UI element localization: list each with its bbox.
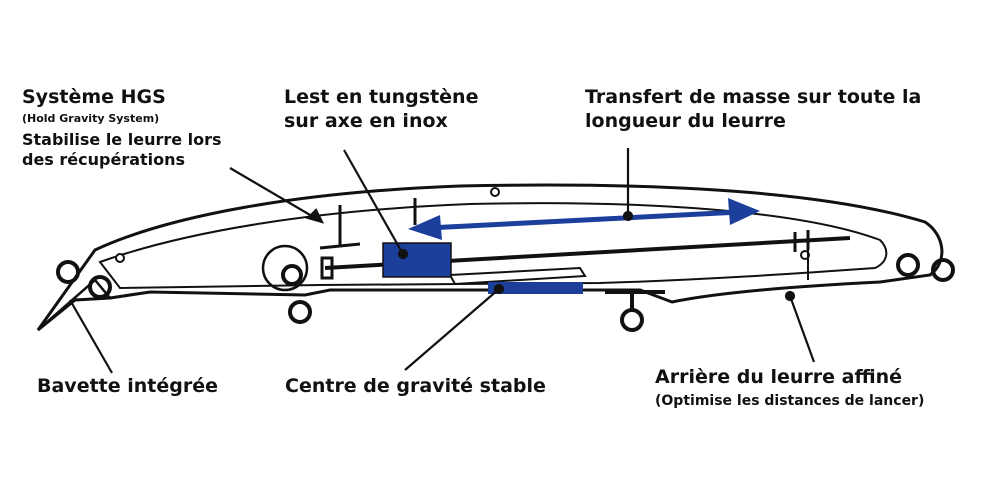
transfer-arrow (427, 209, 741, 231)
split-rings (56, 253, 955, 332)
hgs-plate (319, 205, 361, 250)
arrow-head-right (728, 198, 760, 225)
lest-line1: Lest en tungstène (284, 86, 479, 108)
weight-rail (448, 266, 587, 286)
lure-inner-outline (98, 202, 888, 290)
transfert-line2: longueur du leurre (585, 109, 786, 132)
gravity-weight (488, 282, 583, 294)
hgs-description: Stabilise le leurre lors des récupératio… (22, 130, 222, 169)
tungsten-weight (382, 242, 452, 278)
hgs-title: Système HGS (22, 86, 166, 108)
leader-lines (69, 148, 816, 374)
lest-line2: sur axe en inox (284, 109, 448, 132)
bavette-lip (37, 278, 113, 331)
belly-hanger (605, 290, 665, 310)
lest-label: Lest en tungstène sur axe en inox (284, 86, 478, 134)
bavette-label: Bavette intégrée (37, 375, 218, 397)
transfert-label: Transfert de masse sur toute la longueur… (585, 86, 921, 134)
hgs-subtitle: (Hold Gravity System) (22, 112, 160, 125)
centre-label: Centre de gravité stable (285, 375, 546, 397)
arriere-label: Arrière du leurre affiné (655, 366, 903, 388)
transfert-line1: Transfert de masse sur toute la (585, 86, 922, 108)
arriere-subtitle: (Optimise les distances de lancer) (655, 393, 925, 409)
arrow-head-left (408, 215, 442, 240)
eye-circle (261, 244, 309, 292)
lure-body-outline (36, 183, 944, 332)
